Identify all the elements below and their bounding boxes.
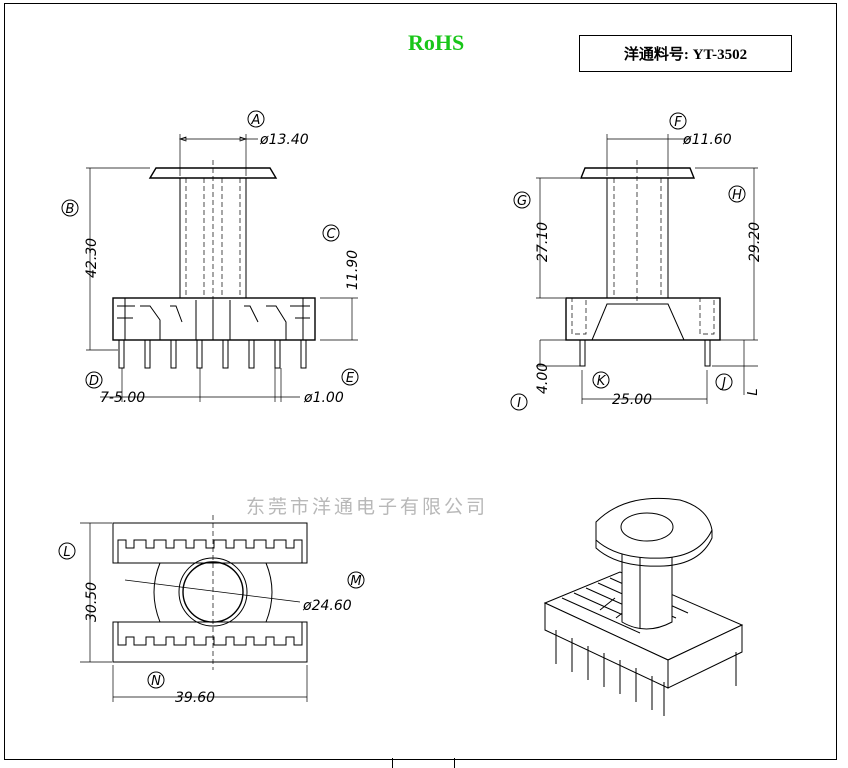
letter-I: I — [517, 396, 521, 411]
dim-A: ø13.40 — [259, 132, 309, 148]
part-number-box: 洋通料号: YT-3502 — [579, 35, 792, 72]
letter-C: C — [326, 227, 336, 242]
dim-K: 25.00 — [612, 392, 652, 408]
letter-N: N — [151, 674, 161, 689]
letter-G: G — [517, 194, 527, 209]
drawing-frame — [4, 3, 837, 760]
title-block-divider — [454, 758, 455, 768]
dim-E: ø1.00 — [303, 390, 344, 406]
dim-D: 7-5.00 — [100, 390, 145, 406]
dim-I: 4.00 — [535, 363, 551, 394]
rohs-label: RoHS — [408, 30, 465, 55]
dim-G: 27.10 — [535, 222, 551, 262]
dim-N: 39.60 — [175, 690, 215, 706]
letter-L: L — [63, 545, 70, 560]
letter-E: E — [346, 371, 355, 386]
dim-F: ø11.60 — [682, 132, 732, 148]
front-view: A B C D E ø13.40 42.30 11.90 7-5.00 ø1.0… — [61, 110, 361, 406]
dim-C: 11.90 — [345, 250, 361, 290]
letter-J: J — [719, 376, 726, 391]
letter-L-side: L — [746, 388, 761, 395]
letter-M: M — [350, 574, 361, 589]
dim-M: ø24.60 — [302, 598, 352, 614]
title-block-divider — [392, 758, 393, 768]
letter-F: F — [674, 115, 682, 130]
side-view: F G H I K J L ø11.60 27.10 29.20 4.00 25… — [510, 112, 763, 411]
isometric-view — [543, 497, 744, 716]
letter-K: K — [597, 374, 607, 389]
company-watermark: 东莞市洋通电子有限公司 — [246, 496, 489, 518]
dim-L: 30.50 — [84, 582, 100, 622]
letter-A: A — [251, 113, 261, 128]
top-view: L M N 30.50 ø24.60 39.60 — [58, 515, 365, 706]
letter-H: H — [732, 188, 742, 203]
dim-B: 42.30 — [84, 238, 100, 278]
dim-H: 29.20 — [747, 222, 763, 262]
letter-B: B — [66, 202, 75, 217]
letter-D: D — [89, 374, 99, 389]
